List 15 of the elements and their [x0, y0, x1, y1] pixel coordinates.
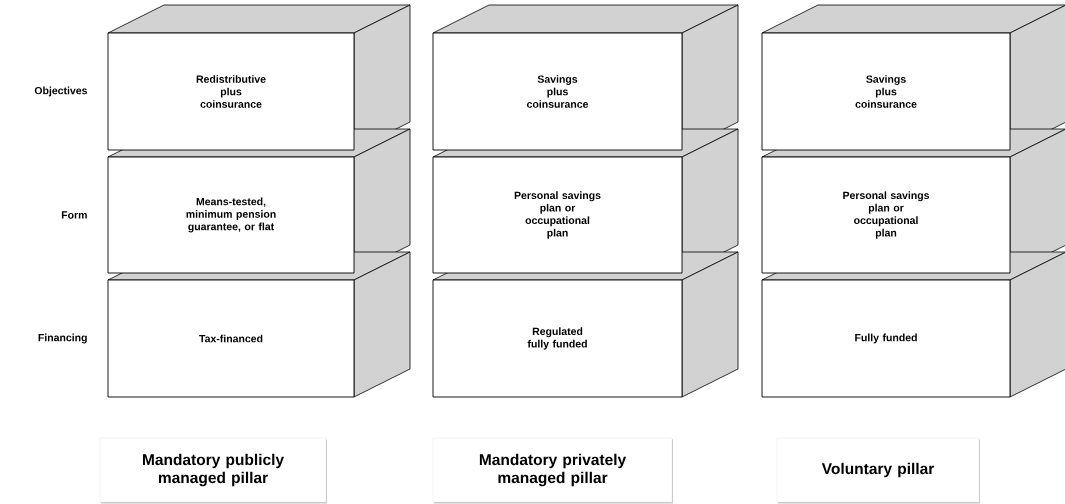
- block-front: Regulated fully funded: [432, 279, 683, 398]
- block-front: Fully funded: [761, 279, 1011, 398]
- block-front: Tax-financed: [107, 279, 355, 398]
- block-front: Redistributive plus coinsurance: [107, 32, 355, 151]
- block-front: Savings plus coinsurance: [432, 32, 683, 151]
- pillar-label-box: Mandatory privately managed pillar: [432, 437, 673, 504]
- row-label: Form: [61, 211, 87, 219]
- row-label: Objectives: [34, 86, 88, 97]
- block-front: Personal savings plan or occupational plan: [761, 156, 1011, 274]
- pillar-label-box: Mandatory publicly managed pillar: [99, 437, 327, 504]
- pillar-label-box: Voluntary pillar: [776, 437, 980, 504]
- row-label: Financing: [38, 333, 87, 344]
- block-front: Personal savings plan or occupational plan: [432, 156, 683, 274]
- block-front: Savings plus coinsurance: [761, 32, 1011, 151]
- block-front: Means-tested, minimum pension guarantee, or flat: [107, 156, 355, 274]
